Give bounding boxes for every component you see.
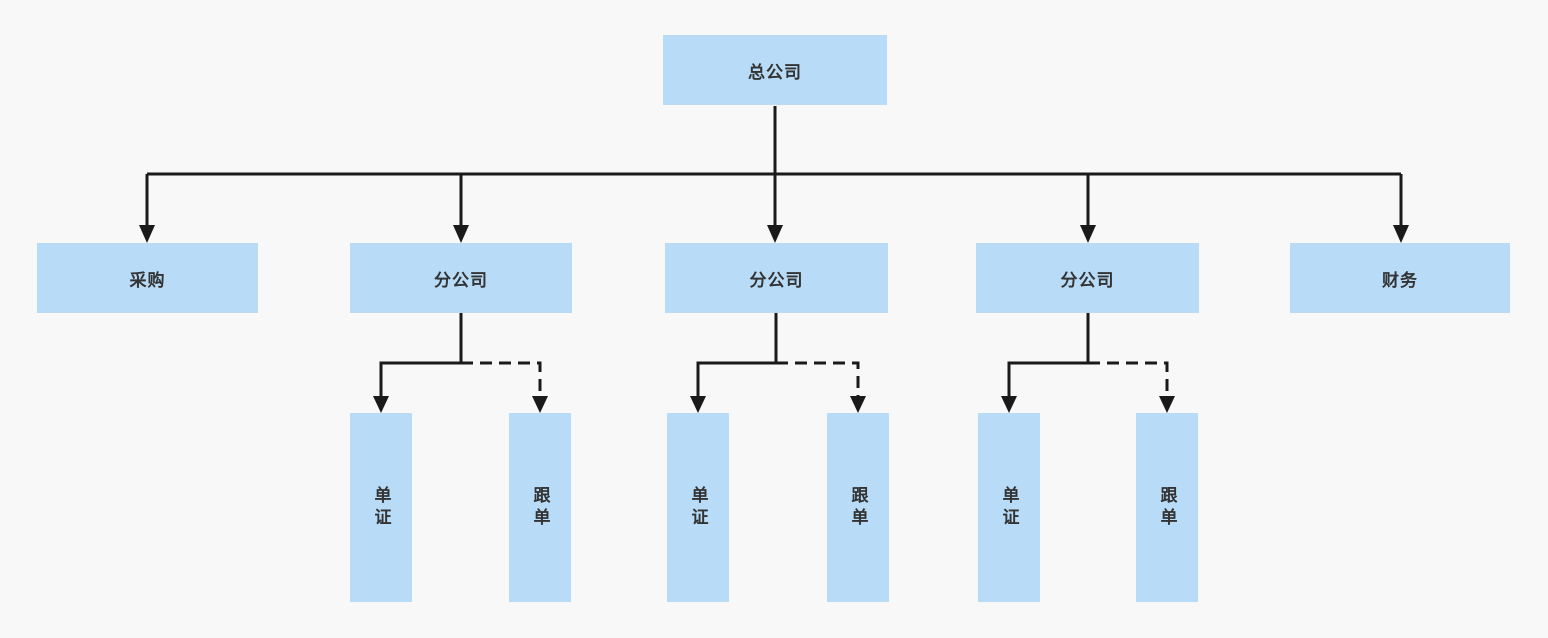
node-branch-1-label: 分公司 [434, 270, 488, 290]
arrowhead-dept-right [1393, 225, 1409, 243]
edge-branch-2-to-docs-2 [696, 313, 778, 398]
node-branch-1: 分公司 [350, 243, 572, 313]
arrowhead-follow-3 [1159, 396, 1175, 413]
arrowhead-docs-2 [690, 396, 706, 413]
node-merchandising-3: 跟单 [1136, 413, 1198, 602]
edge-branch-3-to-follow-3 [1088, 361, 1169, 398]
node-documentation-2-label: 单证 [688, 485, 708, 530]
node-documentation-1: 单证 [350, 413, 412, 602]
node-merchandising-1-label: 跟单 [530, 485, 550, 530]
node-finance: 财务 [1290, 243, 1510, 313]
node-head-office-label: 总公司 [748, 62, 802, 82]
node-documentation-3-label: 单证 [999, 485, 1019, 530]
node-documentation-2: 单证 [667, 413, 729, 602]
node-branch-2: 分公司 [665, 243, 888, 313]
node-merchandising-3-label: 跟单 [1157, 485, 1177, 530]
node-finance-label: 财务 [1382, 270, 1418, 290]
arrowhead-branch-3 [1080, 225, 1096, 243]
node-branch-3: 分公司 [976, 243, 1199, 313]
arrowhead-branch-1 [453, 225, 469, 243]
edge-branch-1-to-docs-1 [379, 313, 463, 398]
edge-branch-1-to-follow-1 [461, 361, 542, 398]
arrowhead-branch-2 [767, 225, 783, 243]
arrowhead-dept-left [139, 225, 155, 243]
node-documentation-1-label: 单证 [371, 485, 391, 530]
arrowhead-docs-1 [373, 396, 389, 413]
node-procurement: 采购 [37, 243, 258, 313]
arrowhead-docs-3 [1001, 396, 1017, 413]
node-merchandising-2-label: 跟单 [848, 485, 868, 530]
node-branch-2-label: 分公司 [749, 270, 804, 290]
edge-branch-2-to-follow-2 [776, 361, 860, 398]
node-merchandising-2: 跟单 [827, 413, 889, 602]
arrowhead-follow-1 [532, 396, 548, 413]
node-branch-3-label: 分公司 [1060, 270, 1115, 290]
node-procurement-label: 采购 [129, 270, 166, 290]
edge-branch-3-to-docs-3 [1007, 313, 1090, 398]
node-head-office: 总公司 [663, 35, 887, 105]
arrowhead-follow-2 [850, 396, 866, 413]
node-documentation-3: 单证 [978, 413, 1040, 602]
node-merchandising-1: 跟单 [509, 413, 571, 602]
